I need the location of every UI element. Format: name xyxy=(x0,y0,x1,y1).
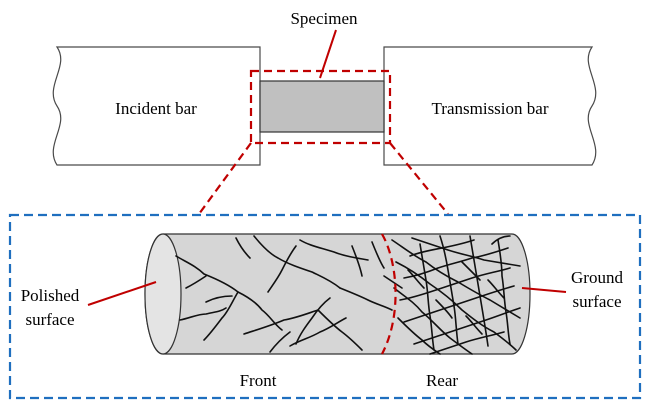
specimen-block xyxy=(259,80,385,133)
cylinder-front-face xyxy=(144,233,182,355)
polished-surface-leader xyxy=(87,281,157,306)
front-cracks xyxy=(175,235,393,353)
ground-surface-label-line1: Ground xyxy=(571,268,623,287)
polished-surface-label-line2: surface xyxy=(25,310,74,329)
zoom-line-right xyxy=(389,142,449,215)
rear-label: Rear xyxy=(426,371,458,390)
transmission-bar: Transmission bar xyxy=(383,46,597,166)
specimen-callout-box xyxy=(249,69,392,145)
cylinder-specimen xyxy=(144,233,531,355)
ground-surface-label-line2: surface xyxy=(572,292,621,311)
polished-surface-label-line1: Polished xyxy=(21,286,80,305)
transmission-bar-label: Transmission bar xyxy=(432,99,549,118)
zoom-line-left xyxy=(198,142,252,215)
front-rear-divider xyxy=(381,233,397,355)
incident-bar: Incident bar xyxy=(52,46,261,166)
ground-surface-leader xyxy=(521,287,567,293)
specimen-label: Specimen xyxy=(290,9,358,28)
incident-bar-label: Incident bar xyxy=(115,99,197,118)
incident-bar-body xyxy=(52,46,261,166)
rear-cracks xyxy=(383,235,521,355)
transmission-bar-body xyxy=(383,46,597,166)
detail-box xyxy=(8,213,642,400)
front-label: Front xyxy=(240,371,277,390)
